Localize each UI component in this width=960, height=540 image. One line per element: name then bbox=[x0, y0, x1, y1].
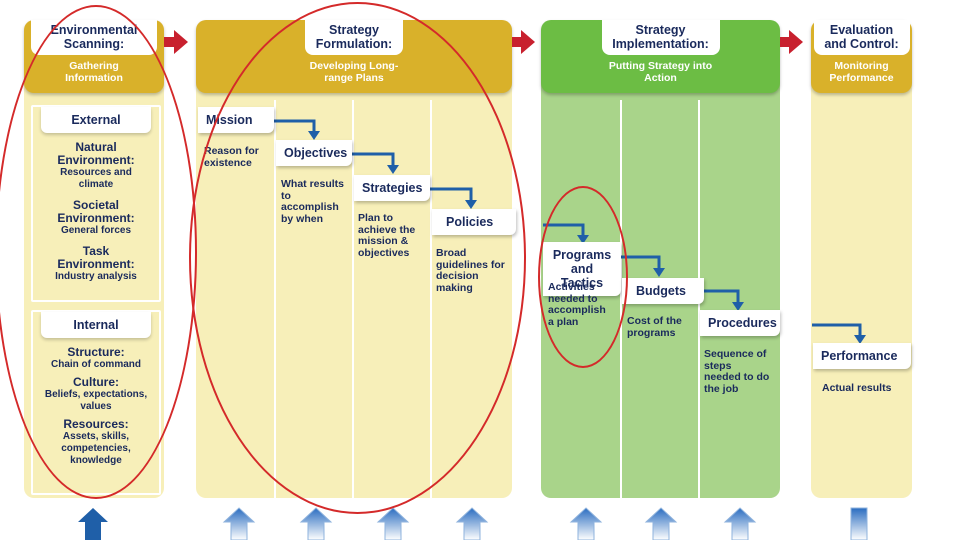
flow-arrow-stem bbox=[164, 37, 176, 47]
implementation-header: Strategy Implementation: Putting Strateg… bbox=[541, 20, 780, 93]
feedback-arrow-icon bbox=[455, 507, 489, 540]
feedback-arrow-icon bbox=[222, 507, 256, 540]
performance-description: Actual results bbox=[822, 382, 892, 394]
budgets-description: Cost of the programs bbox=[627, 315, 682, 339]
evaluation-subtitle: Monitoring Performance bbox=[829, 60, 894, 84]
flow-arrow-stem bbox=[780, 37, 791, 47]
feedback-bar-icon bbox=[850, 507, 868, 540]
performance-label: Performance bbox=[813, 343, 911, 369]
budgets-label: Budgets bbox=[622, 278, 704, 304]
annotation-ellipse-scanning bbox=[0, 5, 197, 499]
evaluation-column bbox=[811, 40, 912, 498]
feedback-arrow-icon bbox=[78, 508, 108, 540]
procedures-description: Sequence of steps needed to do the job bbox=[704, 348, 770, 395]
feedback-arrow-icon bbox=[644, 507, 678, 540]
annotation-ellipse-formulation bbox=[189, 2, 526, 514]
flow-arrow-icon bbox=[789, 30, 803, 54]
implementation-subtitle: Putting Strategy into Action bbox=[608, 60, 713, 84]
flow-arrow-icon bbox=[521, 30, 535, 54]
flow-arrow-icon bbox=[174, 30, 188, 54]
feedback-arrow-icon bbox=[723, 507, 757, 540]
evaluation-title: Evaluation and Control: bbox=[813, 20, 910, 55]
flow-arrow-stem bbox=[512, 37, 523, 47]
annotation-ellipse-programs bbox=[538, 186, 628, 368]
evaluation-header: Evaluation and Control: Monitoring Perfo… bbox=[811, 20, 912, 93]
procedures-label: Procedures bbox=[700, 310, 780, 336]
feedback-arrows bbox=[78, 507, 868, 540]
feedback-arrow-icon bbox=[299, 507, 333, 540]
feedback-arrow-icon bbox=[376, 507, 410, 540]
implementation-title: Strategy Implementation: bbox=[601, 20, 720, 55]
feedback-arrow-icon bbox=[569, 507, 603, 540]
